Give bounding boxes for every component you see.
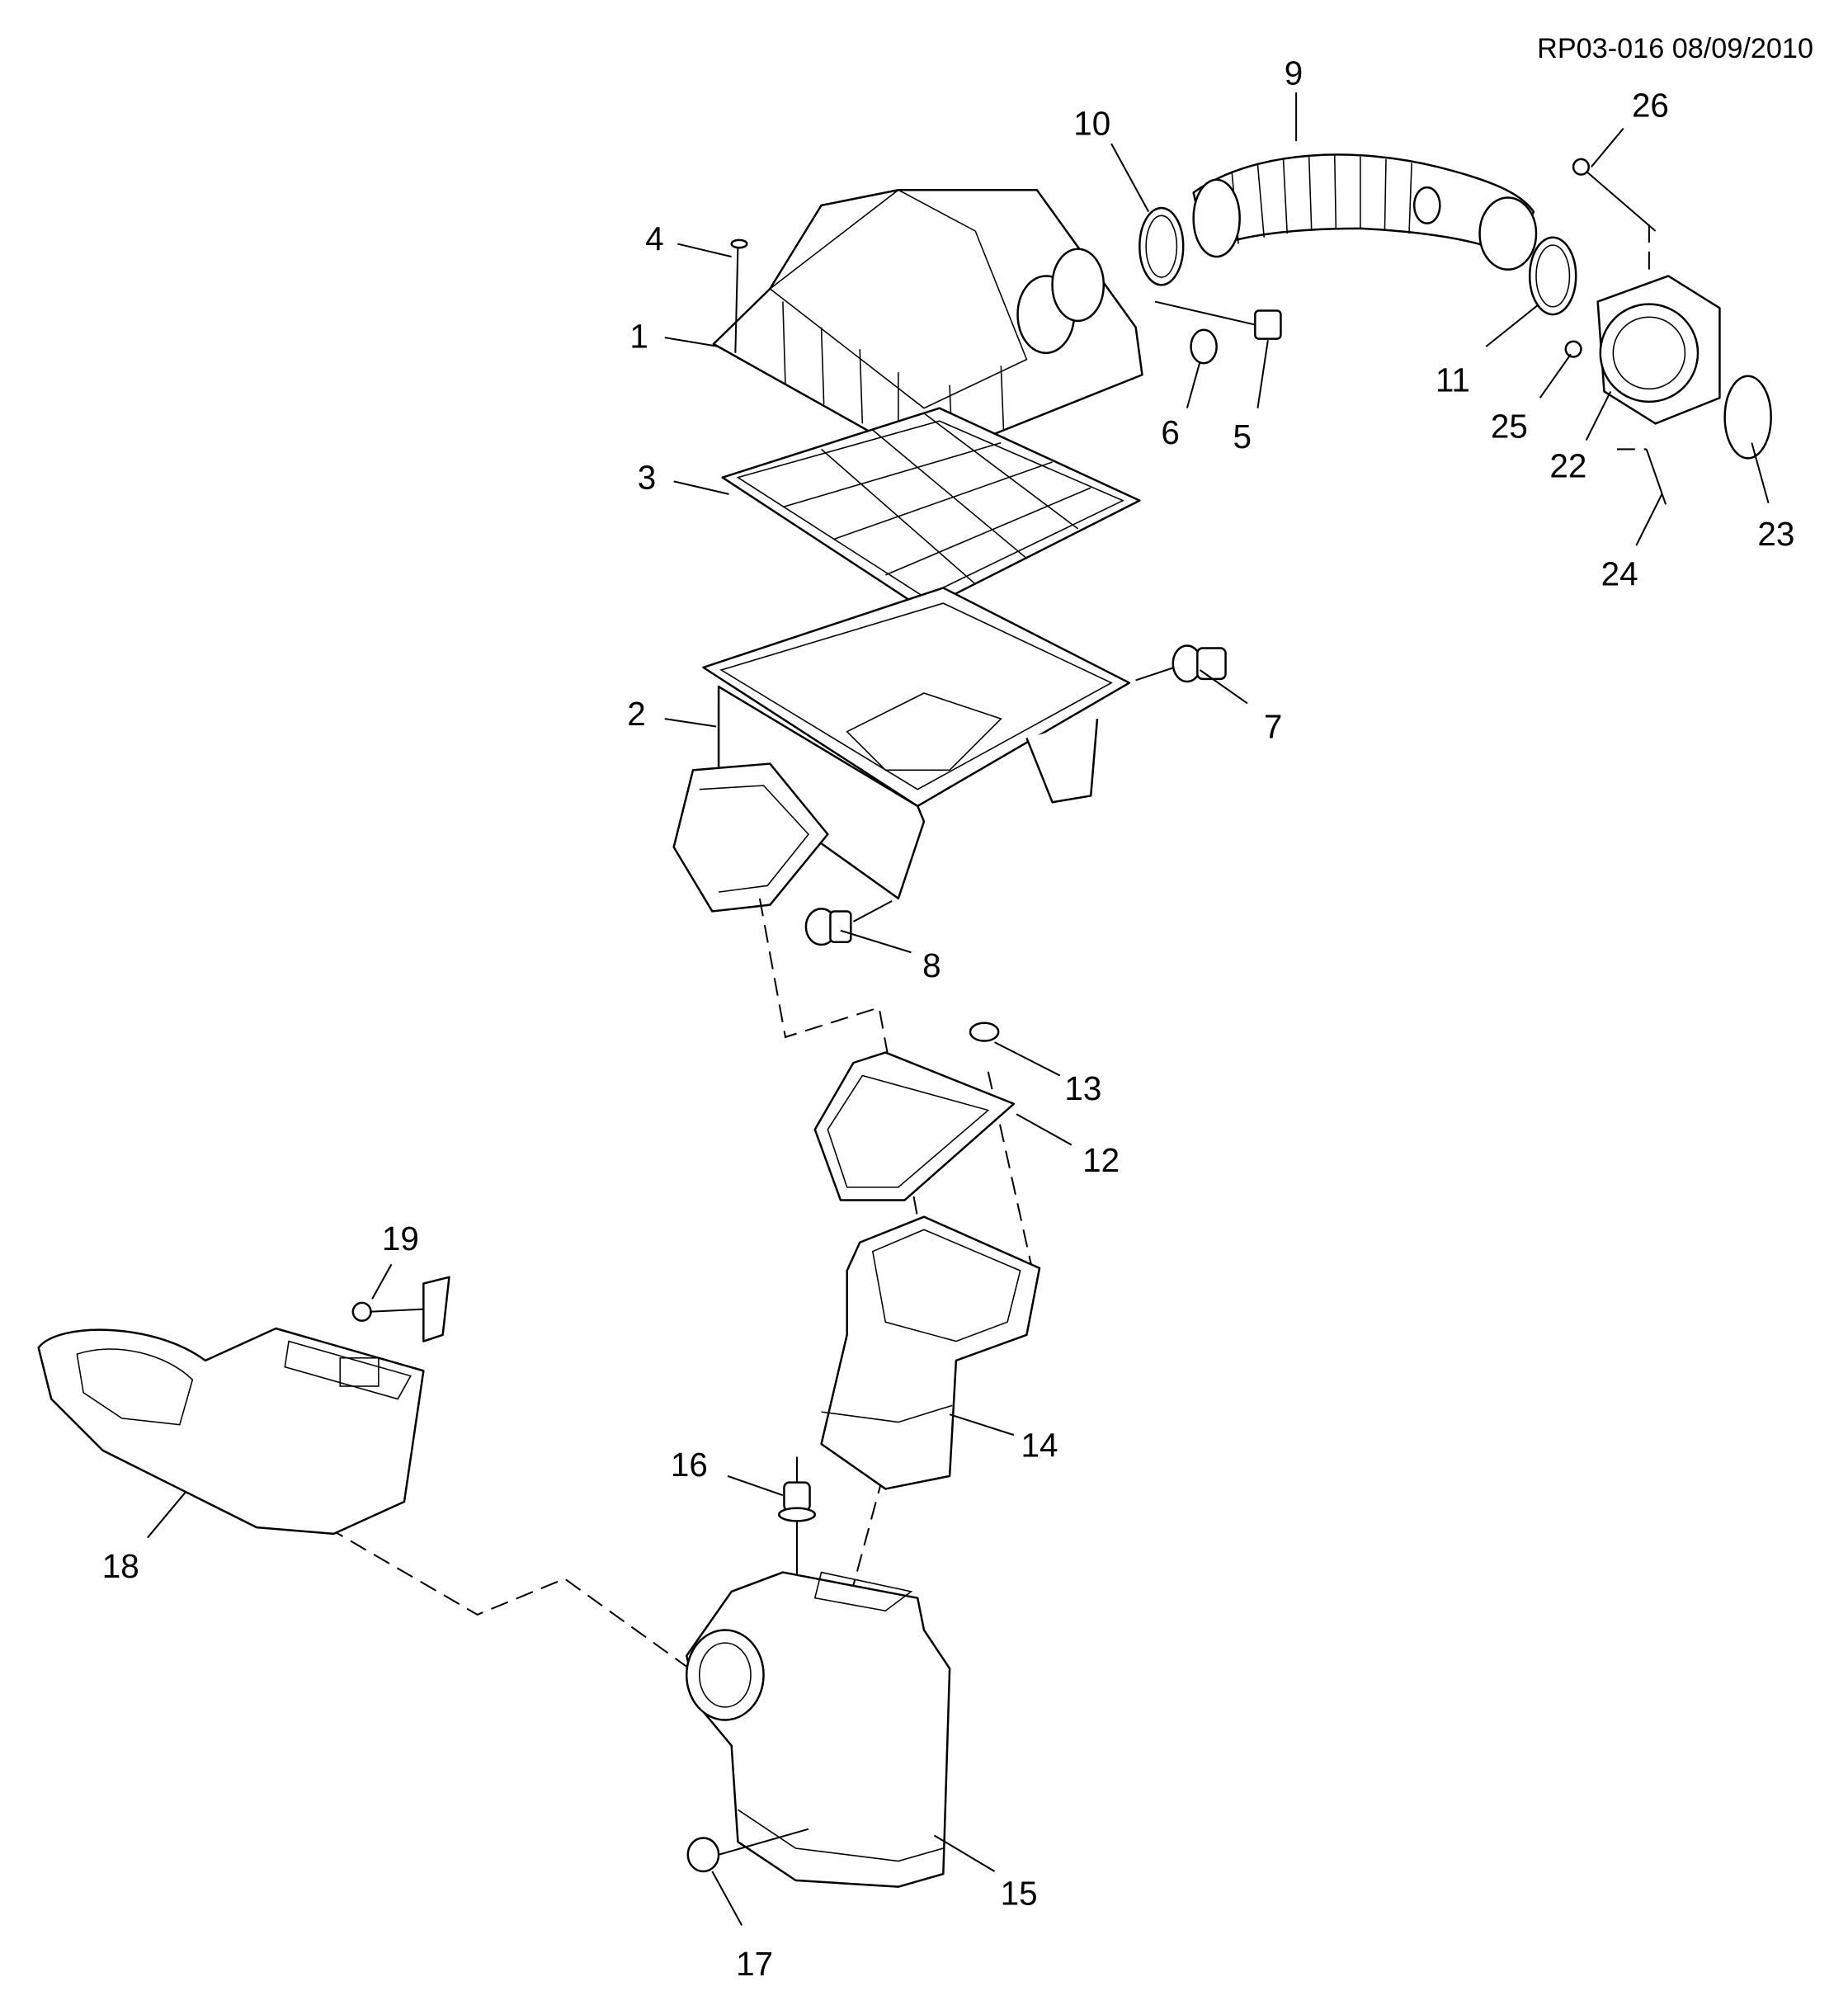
callout-12: 12 <box>1082 1141 1120 1179</box>
stud <box>1617 448 1667 505</box>
callout-14: 14 <box>1021 1427 1058 1465</box>
air-filter-element <box>721 407 1141 611</box>
callout-19: 19 <box>382 1220 419 1257</box>
throttle-body-gasket <box>1723 375 1772 460</box>
callout-7: 7 <box>1264 707 1283 745</box>
air-cleaner-cover <box>712 188 1143 464</box>
push-pin <box>969 1022 1000 1042</box>
seal <box>813 1051 1016 1201</box>
callout-11: 11 <box>1436 361 1470 399</box>
leader-lines <box>147 92 1770 1926</box>
air-inlet-duct <box>820 1215 1041 1490</box>
air-cleaner-housing <box>672 587 1131 913</box>
callout-15: 15 <box>1001 1874 1038 1912</box>
callout-3: 3 <box>638 459 657 497</box>
air-inlet-snorkel <box>37 1327 425 1536</box>
callout-2: 2 <box>627 695 646 733</box>
hose-clamp <box>1138 206 1185 286</box>
nut <box>1564 340 1582 358</box>
grommet <box>804 900 893 946</box>
callout-17: 17 <box>736 1945 773 1983</box>
callout-24: 24 <box>1601 554 1638 592</box>
callout-23: 23 <box>1757 515 1794 553</box>
callout-26: 26 <box>1632 87 1669 125</box>
bolt <box>351 1276 450 1342</box>
grommet <box>777 1456 817 1586</box>
screw <box>730 238 748 353</box>
callout-6: 6 <box>1161 413 1180 451</box>
callout-4: 4 <box>645 219 664 257</box>
callout-1: 1 <box>629 318 648 356</box>
bolt <box>1572 158 1657 232</box>
callout-5: 5 <box>1233 418 1252 455</box>
callout-8: 8 <box>922 946 941 984</box>
callout-22: 22 <box>1549 447 1586 485</box>
resonator <box>685 1571 951 1888</box>
callout-10: 10 <box>1073 104 1110 142</box>
temperature-sensor <box>1154 300 1282 340</box>
air-intake-duct <box>1192 153 1538 271</box>
callout-25: 25 <box>1491 407 1528 445</box>
grommet <box>1190 328 1218 365</box>
callout-18: 18 <box>102 1547 139 1585</box>
grommet <box>1135 644 1227 683</box>
hose-clamp <box>1528 236 1577 316</box>
diagram-reference: RP03-016 08/09/2010 <box>1537 33 1813 64</box>
grommet <box>686 1828 809 1873</box>
callout-16: 16 <box>671 1446 708 1484</box>
callout-9: 9 <box>1285 54 1304 92</box>
throttle-body <box>1596 275 1721 425</box>
callout-13: 13 <box>1064 1069 1101 1107</box>
